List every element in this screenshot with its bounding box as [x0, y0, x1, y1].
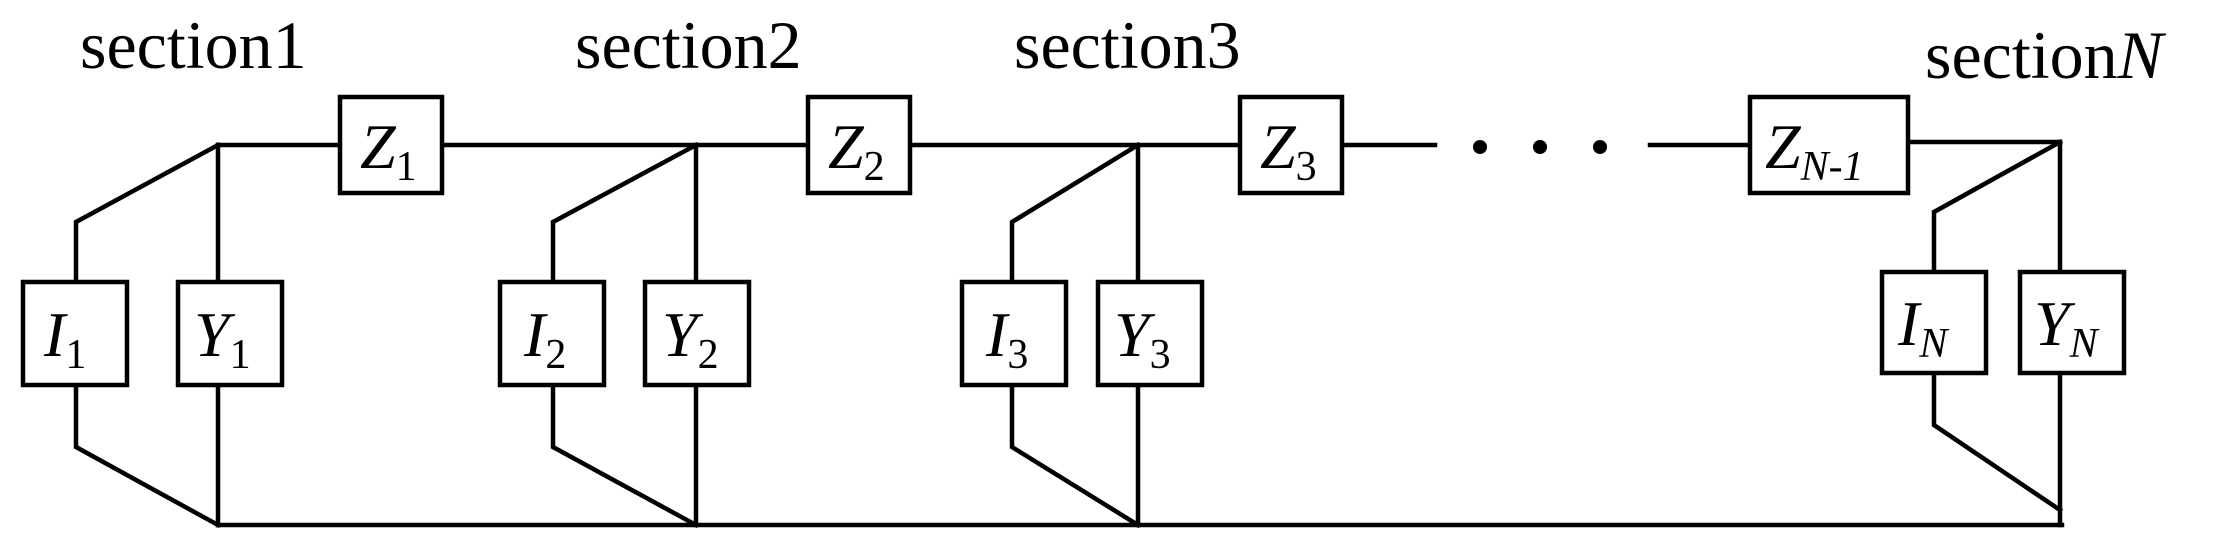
admittance-symbol: Y1 [194, 299, 251, 378]
admittance-box [175, 279, 285, 388]
impedance-box [805, 94, 913, 196]
sectionN-source-branch-top [1931, 138, 2064, 275]
section-label-3: section3 [1014, 7, 1241, 83]
current-source-box [959, 279, 1069, 388]
current-source-symbol: IN [1897, 288, 1949, 367]
admittance-y1: Y1 [175, 279, 285, 388]
section-label-2: section2 [575, 7, 802, 83]
section-label-n: sectionN [1925, 17, 2167, 93]
current-source-box [497, 279, 607, 388]
section1-source-branch-top [73, 141, 222, 285]
section2-source-branch-bottom [550, 382, 700, 529]
impedance-box [337, 94, 445, 196]
impedance-box [1237, 94, 1345, 196]
admittance-yn: YN [2017, 269, 2127, 376]
current-source-symbol: I1 [43, 299, 86, 378]
admittance-symbol: Y2 [662, 299, 719, 378]
current-source-box [1879, 269, 1989, 376]
source-i3: I3 [959, 279, 1069, 388]
current-source-symbol: I3 [985, 299, 1028, 378]
impedance-z3: Z3 [1237, 94, 1345, 196]
section2-source-branch-top [550, 141, 700, 285]
impedance-z1: Z1 [337, 94, 445, 196]
ellipsis-dot [1473, 140, 1487, 154]
admittance-y3: Y3 [1095, 279, 1205, 388]
ellipsis-dot [1533, 140, 1547, 154]
ellipsis-dot [1593, 140, 1607, 154]
impedance-zn-1: ZN-1 [1747, 94, 1911, 196]
impedance-z2: Z2 [805, 94, 913, 196]
source-i2: I2 [497, 279, 607, 388]
section1-source-branch-bottom [73, 382, 222, 529]
admittance-box [2017, 269, 2127, 376]
current-source-box [20, 279, 130, 388]
ellipsis [1473, 140, 1607, 154]
impedance-symbol: ZN-1 [1765, 111, 1864, 190]
admittance-box [1095, 279, 1205, 388]
admittance-symbol: Y3 [1114, 299, 1171, 378]
impedance-symbol: Z2 [828, 111, 885, 190]
source-i1: I1 [20, 279, 130, 388]
impedance-symbol: Z3 [1260, 111, 1317, 190]
section3-source-branch-top [1009, 141, 1142, 285]
admittance-symbol: YN [2034, 288, 2100, 367]
impedance-symbol: Z1 [360, 111, 417, 190]
admittance-box [642, 279, 752, 388]
section-label-1: section1 [80, 7, 307, 83]
impedance-box [1747, 94, 1911, 196]
section3-source-branch-bottom [1009, 382, 1142, 529]
source-in: IN [1879, 269, 1989, 376]
sectionN-source-branch-bottom [1931, 370, 2064, 514]
wires [73, 138, 2065, 529]
admittance-y2: Y2 [642, 279, 752, 388]
current-source-symbol: I2 [523, 299, 566, 378]
